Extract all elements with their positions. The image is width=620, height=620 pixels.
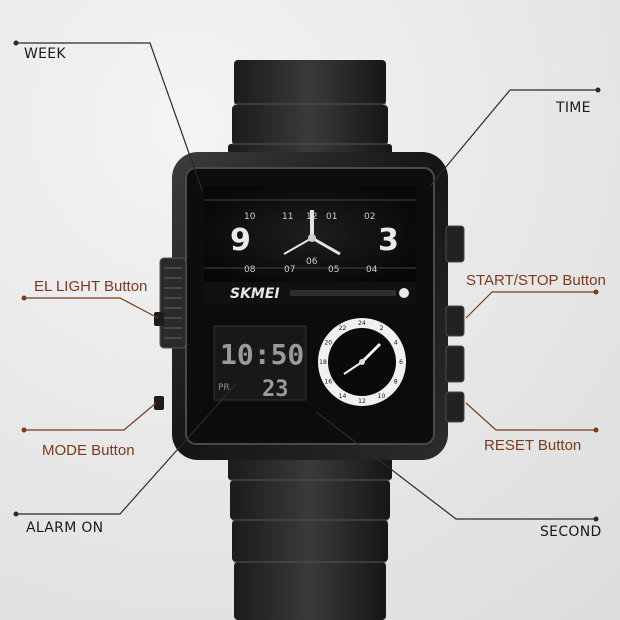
second-leader	[315, 411, 596, 520]
mode-leader	[24, 402, 157, 431]
sub-dial-number: 18	[319, 359, 327, 366]
sub-dial-number: 8	[394, 379, 398, 386]
bottom-tick: 07	[284, 265, 295, 275]
sub-dial-number: 12	[358, 398, 366, 405]
sub-dial-number: 10	[378, 393, 386, 400]
label-start-stop-button: START/STOP Button	[466, 272, 606, 289]
lume-dot	[399, 288, 409, 298]
sub-dial-number: 4	[394, 340, 398, 347]
second-hand	[283, 237, 313, 255]
el-light-button-knob	[154, 312, 164, 326]
start-stop-leader	[465, 291, 596, 319]
hour-nine: 9	[230, 223, 251, 258]
label-el-light-button: EL LIGHT Button	[34, 278, 148, 295]
reset-leader	[465, 402, 596, 431]
label-week: WEEK	[24, 46, 66, 62]
sub-dial-number: 22	[339, 325, 347, 332]
time-leader	[429, 89, 598, 187]
bottom-strap	[228, 450, 392, 620]
digital-display	[213, 325, 307, 401]
label-time: TIME	[556, 100, 591, 116]
top-tick: 12	[306, 212, 317, 222]
sub-dial-number: 24	[358, 320, 366, 327]
minute-hand	[311, 236, 341, 256]
el-light-crown	[159, 257, 187, 349]
digital-seconds: 23	[262, 377, 289, 402]
alarm-indicator: PR	[218, 383, 230, 393]
sub-dial-number: 6	[399, 359, 403, 366]
label-reset-button: RESET Button	[484, 437, 582, 454]
bottom-tick: 05	[328, 265, 339, 275]
bottom-tick: 04	[366, 265, 378, 275]
sub-dial-number: 14	[339, 393, 347, 400]
right-pushers	[445, 225, 465, 423]
alarm-on-leader	[16, 383, 237, 515]
mode-button-knob	[154, 396, 164, 410]
top-tick: 10	[244, 212, 256, 222]
label-second: SECOND	[540, 524, 602, 540]
top-tick: 11	[282, 212, 293, 222]
sub-dial-number: 2	[380, 325, 384, 332]
sub-dial-number: 20	[324, 340, 332, 347]
bottom-tick: 08	[244, 265, 256, 275]
top-tick: 02	[364, 212, 375, 222]
label-mode-button: MODE Button	[42, 442, 135, 459]
bottom-tick: 06	[306, 257, 318, 267]
digital-time: 10:50	[220, 338, 304, 371]
top-tick: 01	[326, 212, 337, 222]
el-light-leader	[24, 297, 159, 319]
label-alarm-on: ALARM ON	[26, 520, 104, 536]
sub-dial-number: 16	[324, 379, 332, 386]
brand-logo: SKMEI	[230, 286, 280, 302]
week-leader	[16, 42, 203, 191]
hour-three: 3	[378, 223, 399, 258]
